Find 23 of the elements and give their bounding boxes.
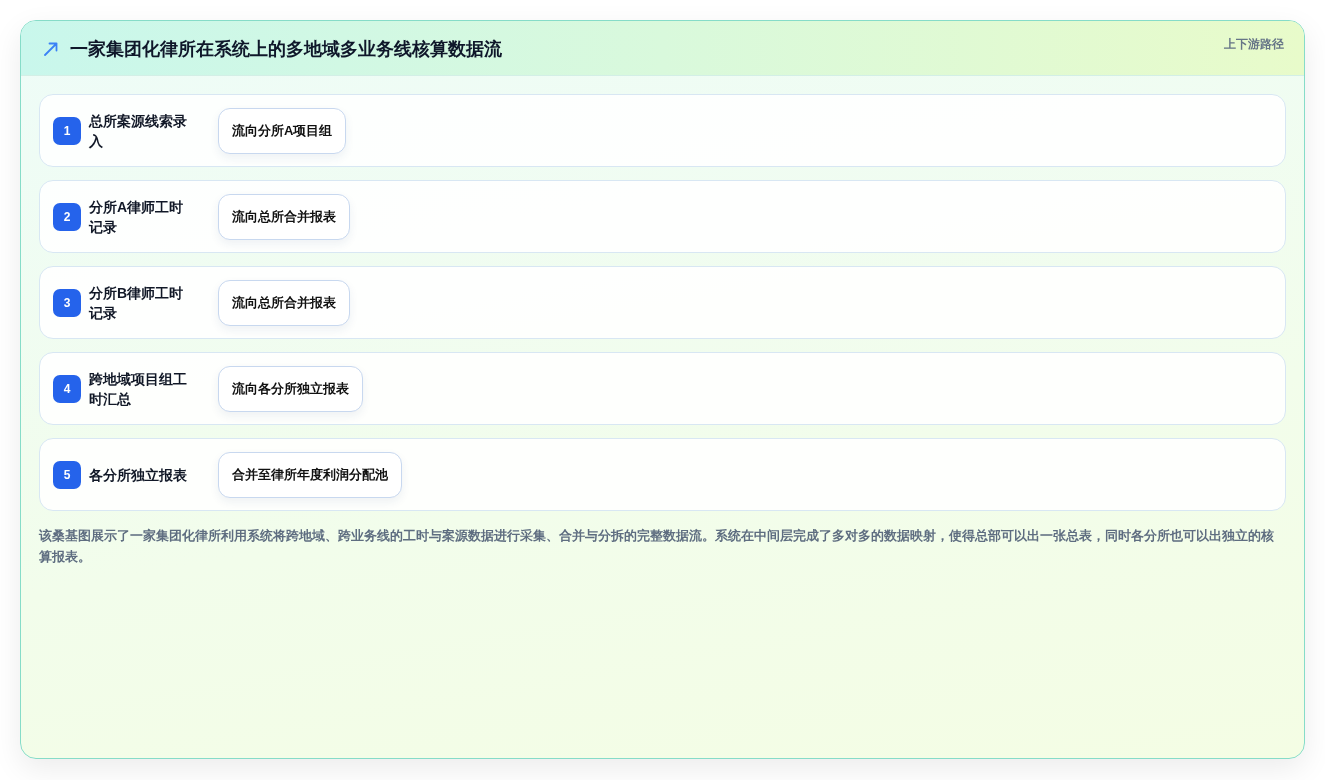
destination-tag: 合并至律所年度利润分配池	[218, 451, 402, 498]
number-badge: 5	[53, 460, 81, 489]
destination-tag: 流向分所A项目组	[218, 107, 347, 154]
row-card	[39, 438, 1286, 511]
destination-tag: 流向总所合并报表	[218, 279, 350, 326]
source-text: 跨地域项目组工时汇总	[89, 369, 188, 409]
header-note: 上下游路径	[1224, 36, 1284, 52]
number-badge: 1	[53, 116, 81, 145]
title-text: 一家集团化律所在系统上的多地域多业务线核算数据流	[70, 38, 502, 61]
caption-text: 该桑基图展示了一家集团化律所利用系统将跨地域、跨业务线的工时与案源数据进行采集、合并与分拆的完整数据流。系统在中间层完成了多对多的数据映射，使得总部可以出一张总表，同时各分所也可以出独立的核算报表。	[39, 527, 1275, 566]
source-text: 总所案源线索录入	[89, 111, 188, 151]
source-text: 分所B律师工时记录	[89, 283, 185, 323]
number-badge: 4	[53, 374, 81, 403]
destination-tag: 流向总所合并报表	[218, 193, 350, 240]
source-text: 各分所独立报表	[89, 465, 188, 485]
source-text: 分所A律师工时记录	[89, 197, 185, 237]
row-card	[39, 180, 1286, 253]
row-card	[39, 266, 1286, 339]
row-card	[39, 352, 1286, 425]
number-badge: 2	[53, 202, 81, 231]
row-card	[39, 94, 1286, 167]
number-badge: 3	[53, 288, 81, 317]
destination-tag: 流向各分所独立报表	[218, 365, 363, 412]
